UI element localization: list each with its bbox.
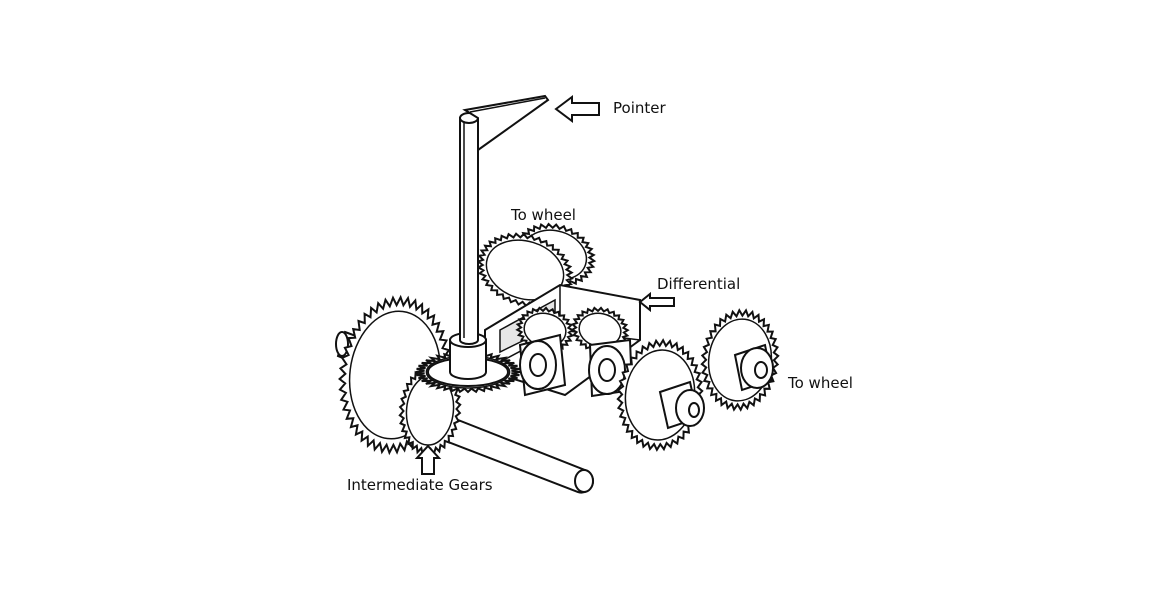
pointer-arrow-icon: [554, 95, 600, 123]
differential-arrow-icon: [638, 291, 675, 313]
differential-hubs: [518, 333, 634, 398]
vertical-shaft: [459, 112, 479, 345]
label-to-wheel-top: To wheel: [511, 206, 576, 224]
pointer-blade: [462, 94, 550, 152]
gear-rim: [485, 239, 565, 301]
label-pointer: Pointer: [613, 99, 666, 117]
label-differential: Differential: [657, 275, 741, 293]
intermediate-gears-arrow-icon: [414, 444, 442, 475]
lower-shaft: [410, 403, 595, 494]
label-to-wheel-right: To wheel: [788, 374, 853, 392]
right-wheel-hubs: [658, 343, 774, 430]
label-intermediate-gears: Intermediate Gears: [347, 476, 493, 494]
